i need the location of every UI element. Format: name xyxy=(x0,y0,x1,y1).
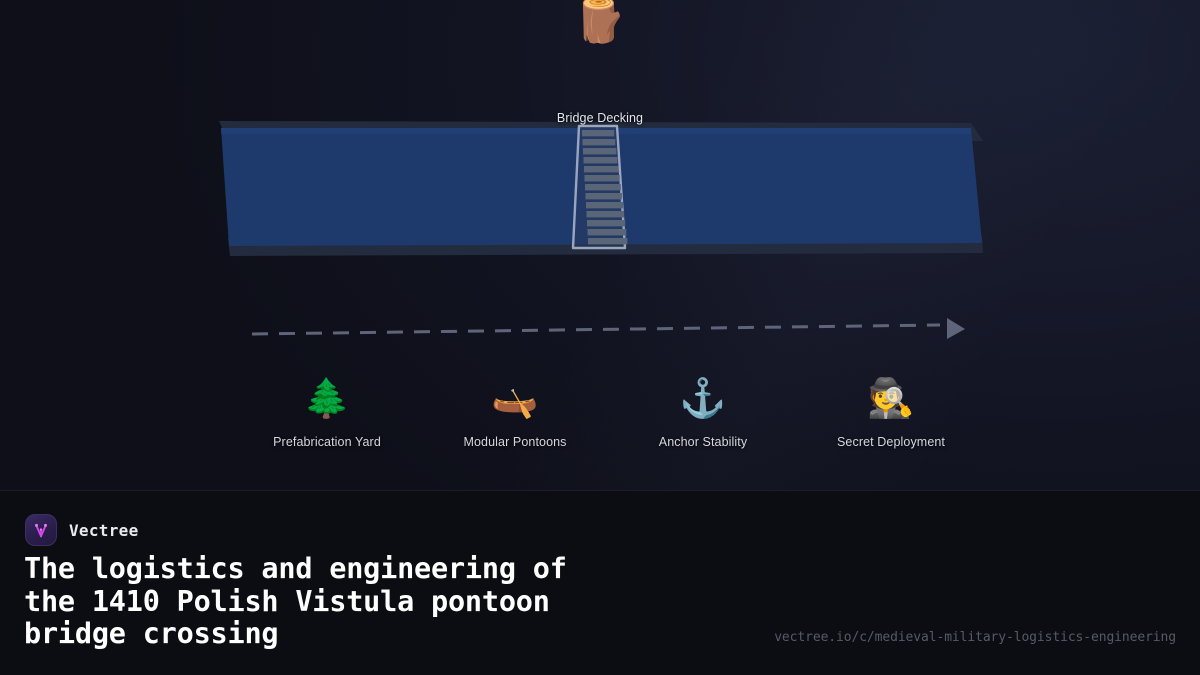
brand-block[interactable]: Vectree xyxy=(25,514,139,546)
bridge-decking-icon: 🪵 xyxy=(0,0,1200,43)
concept-node-modular-pontoons[interactable]: 🛶 Modular Pontoons xyxy=(425,376,605,449)
brand-name: Vectree xyxy=(69,520,139,540)
bridge-decking-label: Bridge Decking xyxy=(556,111,644,125)
flow-arrow-head xyxy=(947,318,965,339)
bridge-planks xyxy=(582,130,628,245)
concept-node-prefabrication-yard[interactable]: 🌲 Prefabrication Yard xyxy=(237,376,417,449)
vectree-tree-logo-icon xyxy=(25,514,57,546)
concept-node-label: Prefabrication Yard xyxy=(273,435,381,449)
bridge-svg xyxy=(571,124,628,250)
bridge-structure xyxy=(560,112,655,262)
detective-emoji: 🕵️ xyxy=(867,378,915,420)
evergreen-tree-emoji: 🌲 xyxy=(303,378,351,420)
concept-node-secret-deployment[interactable]: 🕵️ Secret Deployment xyxy=(801,376,981,449)
flow-arrow-line xyxy=(251,323,941,336)
concept-node-anchor-stability[interactable]: ⚓ Anchor Stability xyxy=(613,376,793,449)
footer-bar: Vectree The logistics and engineering of… xyxy=(0,490,1200,675)
anchor-emoji: ⚓ xyxy=(679,378,727,420)
concept-node-label: Secret Deployment xyxy=(837,435,945,449)
river-flow-arrow xyxy=(240,300,980,355)
concept-node-label: Anchor Stability xyxy=(658,435,748,449)
vectree-logo-svg xyxy=(35,523,47,538)
concept-node-label: Modular Pontoons xyxy=(463,435,567,449)
flow-arrow-svg xyxy=(251,318,965,339)
concept-icon-row: 🌲 Prefabrication Yard 🛶 Modular Pontoons… xyxy=(0,376,1200,466)
canoe-emoji: 🛶 xyxy=(491,378,539,420)
diagram-canvas: 🪵 Bridge Decking xyxy=(0,0,1200,466)
page-title: The logistics and engineering of the 141… xyxy=(24,552,567,650)
footer-url: vectree.io/c/medieval-military-logistics… xyxy=(774,630,1176,645)
wood-log-emoji: 🪵 xyxy=(573,0,627,45)
